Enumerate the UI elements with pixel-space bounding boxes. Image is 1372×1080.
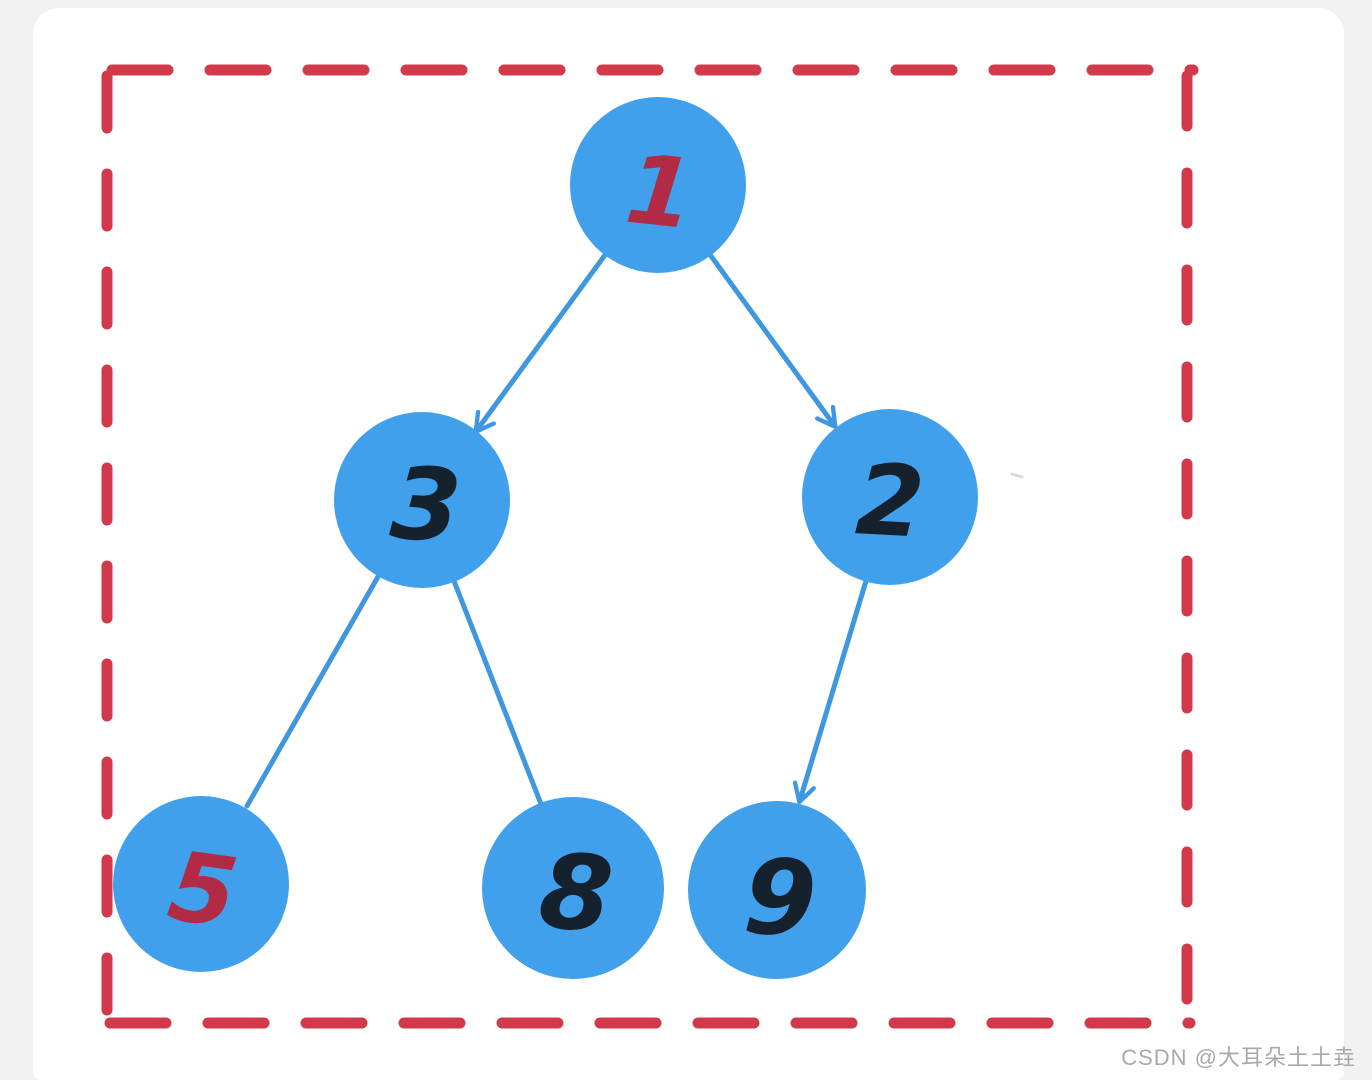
node-circle [334, 412, 510, 588]
dashed-selection-border [101, 64, 1199, 1029]
edge-2-to-9 [792, 578, 869, 805]
edge-1-to-2 [708, 253, 838, 429]
tree-edges [244, 252, 869, 809]
edge-3-to-8 [451, 578, 544, 807]
edge-3-to-5 [244, 572, 382, 809]
tree-node-8[interactable]: 8 [482, 797, 664, 979]
node-value: 9 [741, 835, 820, 961]
node-circle [802, 409, 978, 585]
tree-nodes: 1 3 2 5 8 9 [113, 97, 978, 979]
tree-node-3[interactable]: 3 [334, 412, 510, 588]
node-value: 5 [162, 830, 244, 950]
node-value: 3 [387, 444, 465, 566]
smudge-artifact [1010, 472, 1024, 479]
edge-1-to-3 [473, 252, 608, 434]
csdn-watermark: CSDN @大耳朵土土垚 [1121, 1045, 1356, 1070]
node-circle [482, 797, 664, 979]
tree-node-2[interactable]: 2 [802, 409, 978, 585]
node-circle [570, 97, 746, 273]
node-circle [113, 796, 289, 972]
node-value: 2 [853, 443, 927, 560]
tree-node-9[interactable]: 9 [688, 801, 866, 979]
tree-node-1[interactable]: 1 [570, 97, 746, 273]
node-circle [688, 801, 866, 979]
tree-node-5[interactable]: 5 [113, 796, 289, 972]
node-value: 8 [535, 829, 618, 957]
node-value: 1 [621, 133, 699, 251]
